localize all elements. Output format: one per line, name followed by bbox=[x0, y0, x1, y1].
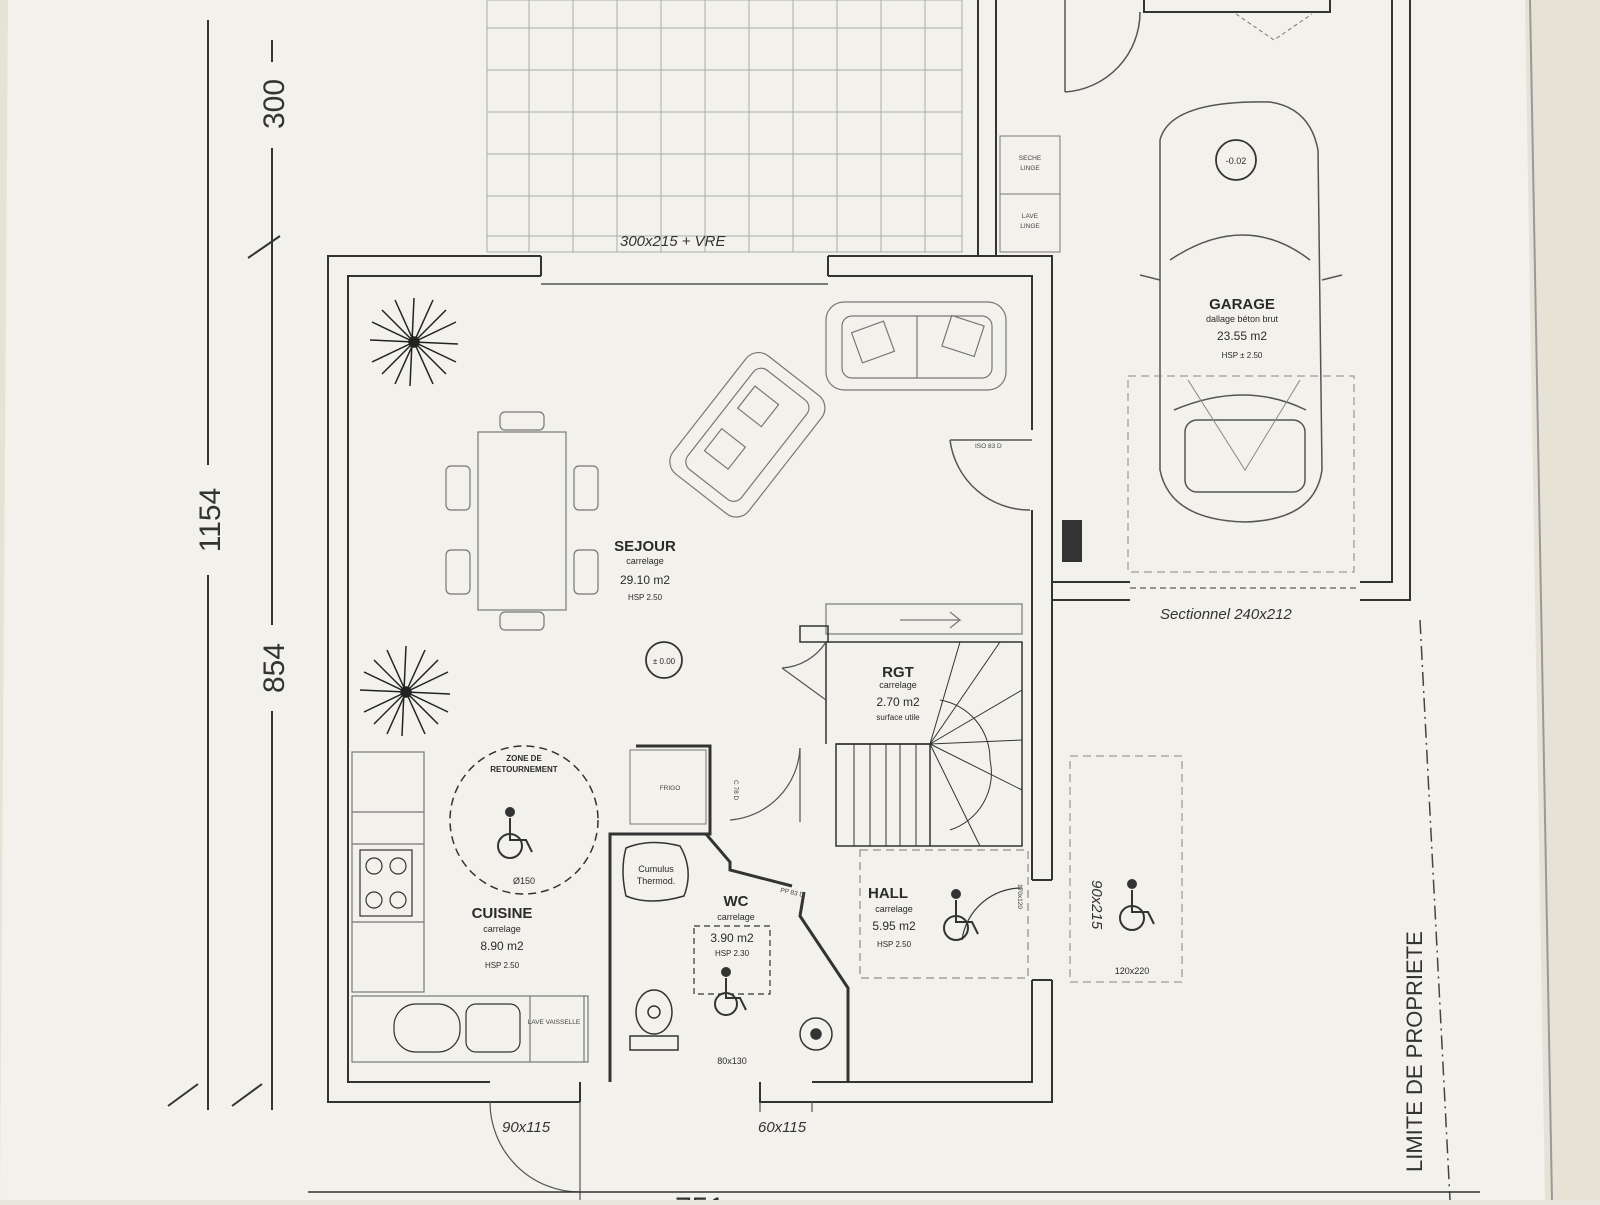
dim-total-height: 1154 bbox=[194, 488, 227, 553]
room-garage-area: 23.55 m2 bbox=[1217, 329, 1267, 343]
cumulus: Cumulus Thermod. bbox=[622, 841, 689, 902]
dim-house-height: 854 bbox=[258, 643, 291, 693]
level-marker-house bbox=[645, 641, 683, 679]
label-door-hall: 170x120 bbox=[1016, 884, 1023, 909]
level-house: ± 0.00 bbox=[653, 657, 676, 666]
label-door-wc: PP 83 D bbox=[780, 887, 805, 899]
wheelchair-icon-outside bbox=[1119, 879, 1155, 931]
room-cuisine-name: CUISINE bbox=[472, 905, 533, 922]
kitchen-door-swing bbox=[729, 747, 801, 822]
room-garage-floor: dallage béton brut bbox=[1206, 314, 1279, 324]
wheelchair-icon-hall bbox=[943, 887, 1023, 941]
room-sejour: SEJOUR carrelage 29.10 m2 HSP 2.50 bbox=[614, 538, 676, 602]
room-sejour-area: 29.10 m2 bbox=[620, 573, 670, 587]
svg-text:Thermod.: Thermod. bbox=[637, 876, 676, 886]
tv-unit bbox=[825, 603, 1023, 635]
toilet bbox=[629, 989, 679, 1051]
plant-top bbox=[369, 297, 459, 387]
wheelchair-icon bbox=[497, 807, 533, 859]
dim-bottom-width: 751 bbox=[675, 1192, 725, 1200]
room-garage: GARAGE dallage béton brut 23.55 m2 HSP ±… bbox=[1206, 296, 1279, 360]
paper-edge bbox=[1529, 0, 1553, 1201]
label-window-cuisine: 90x115 bbox=[502, 1119, 551, 1136]
dining-table bbox=[445, 411, 599, 631]
level-garage: -0.02 bbox=[1226, 156, 1247, 166]
label-entry-door: 90x215 bbox=[1088, 880, 1105, 930]
room-wc-floor: carrelage bbox=[717, 912, 755, 922]
bottom-windows bbox=[489, 1101, 813, 1200]
stairs bbox=[799, 625, 1023, 847]
sofa-diagonal bbox=[669, 351, 826, 518]
label-bay-window: 300x215 + VRE bbox=[620, 233, 726, 250]
room-sejour-hsp: HSP 2.50 bbox=[628, 593, 663, 602]
svg-text:LINGE: LINGE bbox=[1020, 223, 1040, 230]
kitchen-counter bbox=[351, 751, 589, 1063]
garage-door-swing bbox=[1064, 0, 1141, 93]
house-walls bbox=[327, 255, 1053, 1103]
label-lave-vaisselle: LAVE VAISSELLE bbox=[528, 1019, 581, 1026]
room-rgt: RGT carrelage 2.70 m2 surface utile bbox=[876, 664, 920, 722]
electrical-panel bbox=[1062, 520, 1082, 562]
room-rgt-name: RGT bbox=[882, 664, 914, 681]
room-wc-name: WC bbox=[724, 893, 749, 910]
label-property-line: LIMITE DE PROPRIETE bbox=[1402, 931, 1427, 1172]
room-rgt-area: 2.70 m2 bbox=[876, 695, 920, 709]
property-line bbox=[1419, 619, 1451, 1201]
label-wc-clearance: 80x130 bbox=[717, 1056, 747, 1066]
room-hall-floor: carrelage bbox=[875, 904, 913, 914]
terrace-paving bbox=[486, 0, 963, 253]
wheelchair-icon-wc bbox=[714, 967, 747, 1016]
garage-walls bbox=[977, 0, 1411, 601]
door-garage-house bbox=[949, 439, 1032, 511]
room-cuisine: CUISINE carrelage 8.90 m2 HSP 2.50 bbox=[472, 905, 533, 970]
sink-wc bbox=[799, 1017, 833, 1051]
svg-text:LINGE: LINGE bbox=[1020, 165, 1040, 172]
paper-sheet bbox=[0, 0, 1545, 1200]
room-garage-hsp: HSP ± 2.50 bbox=[1222, 351, 1263, 360]
wc-walls bbox=[608, 744, 850, 1082]
room-rgt-floor: carrelage bbox=[879, 680, 917, 690]
dim-top: 300 bbox=[258, 79, 291, 129]
top-door-swing bbox=[1235, 13, 1313, 41]
room-wc: WC carrelage 3.90 m2 HSP 2.30 80x130 bbox=[693, 893, 771, 1066]
level-marker-garage bbox=[1215, 139, 1257, 181]
room-sejour-name: SEJOUR bbox=[614, 538, 676, 555]
room-hall-name: HALL bbox=[868, 885, 908, 902]
turning-zone: ZONE DE RETOURNEMENT Ø150 bbox=[449, 745, 599, 895]
label-frigo: FRIGO bbox=[660, 785, 681, 792]
room-wc-area: 3.90 m2 bbox=[710, 931, 754, 945]
room-hall: HALL carrelage 5.95 m2 HSP 2.50 bbox=[868, 885, 916, 949]
label-door-garage: ISO 83 D bbox=[975, 443, 1002, 450]
car-outline bbox=[1127, 101, 1355, 573]
room-hall-hsp: HSP 2.50 bbox=[877, 940, 912, 949]
label-zone-line2: RETOURNEMENT bbox=[490, 765, 558, 774]
room-hall-area: 5.95 m2 bbox=[872, 919, 916, 933]
label-outside-clearance: 120x220 bbox=[1115, 966, 1150, 976]
outside-clearance-zone bbox=[1069, 755, 1183, 983]
room-garage-name: GARAGE bbox=[1209, 296, 1275, 313]
svg-text:SECHE: SECHE bbox=[1019, 155, 1042, 162]
label-garage-door: Sectionnel 240x212 bbox=[1160, 606, 1292, 623]
fridge bbox=[629, 749, 707, 825]
room-wc-hsp: HSP 2.30 bbox=[715, 949, 750, 958]
label-door-cuisine: C 78 D bbox=[732, 780, 739, 801]
rgt-door-swing bbox=[781, 641, 827, 701]
room-cuisine-floor: carrelage bbox=[483, 924, 521, 934]
label-window-wc: 60x115 bbox=[758, 1119, 807, 1136]
svg-text:Cumulus: Cumulus bbox=[638, 864, 674, 874]
sofa-top bbox=[825, 301, 1007, 391]
label-zone-line1: ZONE DE bbox=[506, 754, 542, 763]
room-cuisine-hsp: HSP 2.50 bbox=[485, 961, 520, 970]
lave-linge: LAVE LINGE bbox=[999, 193, 1061, 253]
room-cuisine-area: 8.90 m2 bbox=[480, 939, 524, 953]
room-sejour-floor: carrelage bbox=[626, 556, 664, 566]
svg-text:LAVE: LAVE bbox=[1022, 213, 1039, 220]
room-rgt-note: surface utile bbox=[876, 713, 920, 722]
label-diameter: Ø150 bbox=[513, 876, 535, 886]
hall-clearance-zone bbox=[859, 849, 1029, 979]
plant-bottom bbox=[359, 645, 451, 737]
